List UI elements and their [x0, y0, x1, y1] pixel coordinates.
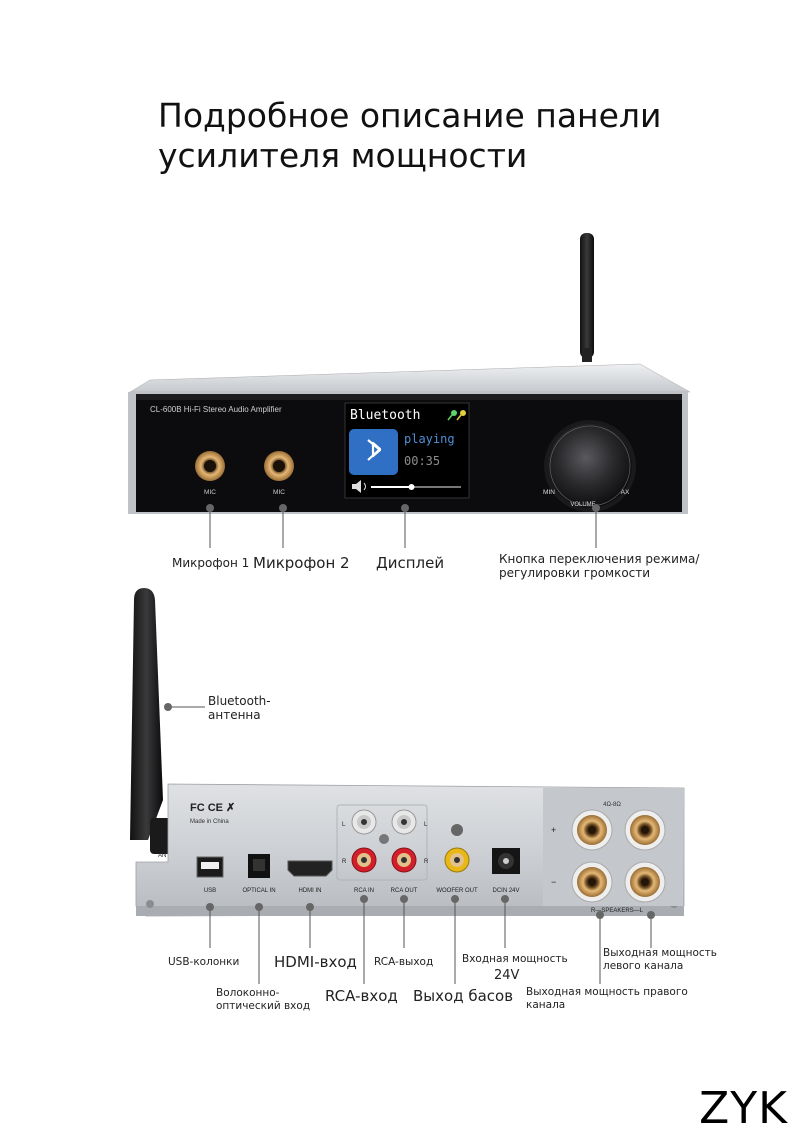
- front-antenna: [580, 233, 594, 358]
- rca-out-white-jack: [391, 809, 417, 835]
- rca-out-print: RCA OUT: [391, 888, 418, 894]
- display-time: 00:35: [404, 454, 440, 468]
- label-power-line-2: 24V: [494, 968, 520, 983]
- dc-print: DCIN 24V: [492, 888, 519, 894]
- label-power-line-1: Входная мощность: [462, 953, 568, 965]
- display-volume-handle: [408, 484, 415, 490]
- speaker-terminal-r-minus: [571, 861, 613, 903]
- ant-print: ANT: [158, 853, 170, 859]
- front-display: Bluetooth playing 00:35: [344, 402, 470, 499]
- knob-min-print: MIN: [543, 489, 555, 496]
- label-mic-1: Микрофон 1: [172, 556, 250, 570]
- display-volume-track: [371, 486, 461, 488]
- label-rca-in: RCA-вход: [325, 987, 398, 1005]
- speaker-terminal-l-minus: [624, 861, 666, 903]
- speaker-terminal-r-plus: [571, 809, 613, 851]
- usb-print: USB: [204, 888, 216, 894]
- page-title: Подробное описание панели усилителя мощн…: [158, 96, 661, 176]
- optical-print: OPTICAL IN: [242, 888, 275, 894]
- label-left-channel-line-1: Выходная мощность: [603, 947, 717, 959]
- rear-antenna: [130, 588, 163, 840]
- label-antenna: Bluetooth- антенна: [208, 694, 271, 722]
- label-left-channel-line-2: левого канала: [603, 960, 684, 972]
- plus-print: +: [551, 825, 556, 835]
- page-title-line-1: Подробное описание панели: [158, 96, 662, 135]
- cert-marks: FC CE ✗: [190, 802, 235, 814]
- mic-1-print: MIC: [204, 489, 216, 496]
- label-optical-line-1: Волоконно-: [216, 987, 280, 999]
- speaker-terminal-l-plus: [624, 809, 666, 851]
- rca-r-print-left: R: [342, 859, 347, 865]
- front-callout-lines: [209, 508, 597, 548]
- front-chassis-top: [129, 363, 691, 393]
- display-header: Bluetooth: [350, 408, 420, 423]
- volume-knob: [544, 420, 636, 512]
- label-right-channel: Выходная мощность правого канала: [526, 986, 688, 1012]
- rca-in-white-jack: [351, 809, 377, 835]
- label-antenna-line-1: Bluetooth-: [208, 694, 271, 708]
- rca-l-print-right: L: [424, 822, 428, 828]
- label-right-channel-line-1: Выходная мощность правого: [526, 986, 688, 998]
- display-status: playing: [404, 432, 455, 446]
- label-knob: Кнопка переключения режима/ регулировки …: [499, 552, 699, 580]
- woofer-print: WOOFER OUT: [436, 888, 478, 894]
- display-mic-icon: [447, 410, 466, 421]
- rear-callout-lines: [168, 706, 652, 984]
- label-rca-out: RCA-выход: [374, 956, 434, 968]
- knob-volume-print: VOLUME: [570, 502, 595, 508]
- label-usb: USB-колонки: [168, 956, 240, 968]
- speakers-print: R—SPEAKERS—L: [591, 908, 644, 914]
- label-mic-2: Микрофон 2: [253, 554, 350, 572]
- label-right-channel-line-2: канала: [526, 999, 566, 1011]
- label-power: Входная мощность 24V: [462, 953, 568, 986]
- label-hdmi: HDMI-вход: [274, 953, 357, 971]
- rear-callout-dots: [164, 703, 655, 919]
- mic-jack-1: [195, 451, 225, 481]
- label-optical-line-2: оптический вход: [216, 1000, 311, 1012]
- rca-out-red-jack: [391, 847, 417, 873]
- woofer-jack: [444, 847, 470, 873]
- knob-max-print: AX: [621, 489, 630, 496]
- label-display: Дисплей: [376, 554, 445, 572]
- hdmi-port: [287, 860, 333, 877]
- display-volume-fill: [371, 486, 412, 488]
- made-in-print: Made in China: [190, 819, 229, 825]
- label-knob-line-2: регулировки громкости: [499, 566, 651, 580]
- minus-print: −: [551, 877, 556, 887]
- label-knob-line-1: Кнопка переключения режима/: [499, 552, 700, 566]
- mic-jack-2: [264, 451, 294, 481]
- label-optical: Волоконно- оптический вход: [216, 987, 310, 1013]
- ohms-print: 4Ω-8Ω: [603, 802, 621, 808]
- rca-in-print: RCA IN: [354, 888, 374, 894]
- label-antenna-line-2: антенна: [208, 708, 261, 722]
- display-speaker-icon: [352, 480, 366, 493]
- rca-r-print-right: R: [424, 859, 429, 865]
- page-title-line-2: усилителя мощности: [158, 136, 528, 175]
- rca-in-red-jack: [351, 847, 377, 873]
- front-callout-dots: [206, 504, 600, 512]
- label-left-channel: Выходная мощность левого канала: [603, 947, 717, 973]
- front-model-text: CL-600B Hi-Fi Stereo Audio Amplifier: [150, 405, 282, 414]
- label-woofer: Выход басов: [413, 987, 514, 1005]
- mic-2-print: MIC: [273, 489, 285, 496]
- hdmi-print: HDMI IN: [299, 888, 322, 894]
- rca-l-print-left: L: [342, 822, 346, 828]
- brand-logo: ZYK: [699, 1083, 788, 1134]
